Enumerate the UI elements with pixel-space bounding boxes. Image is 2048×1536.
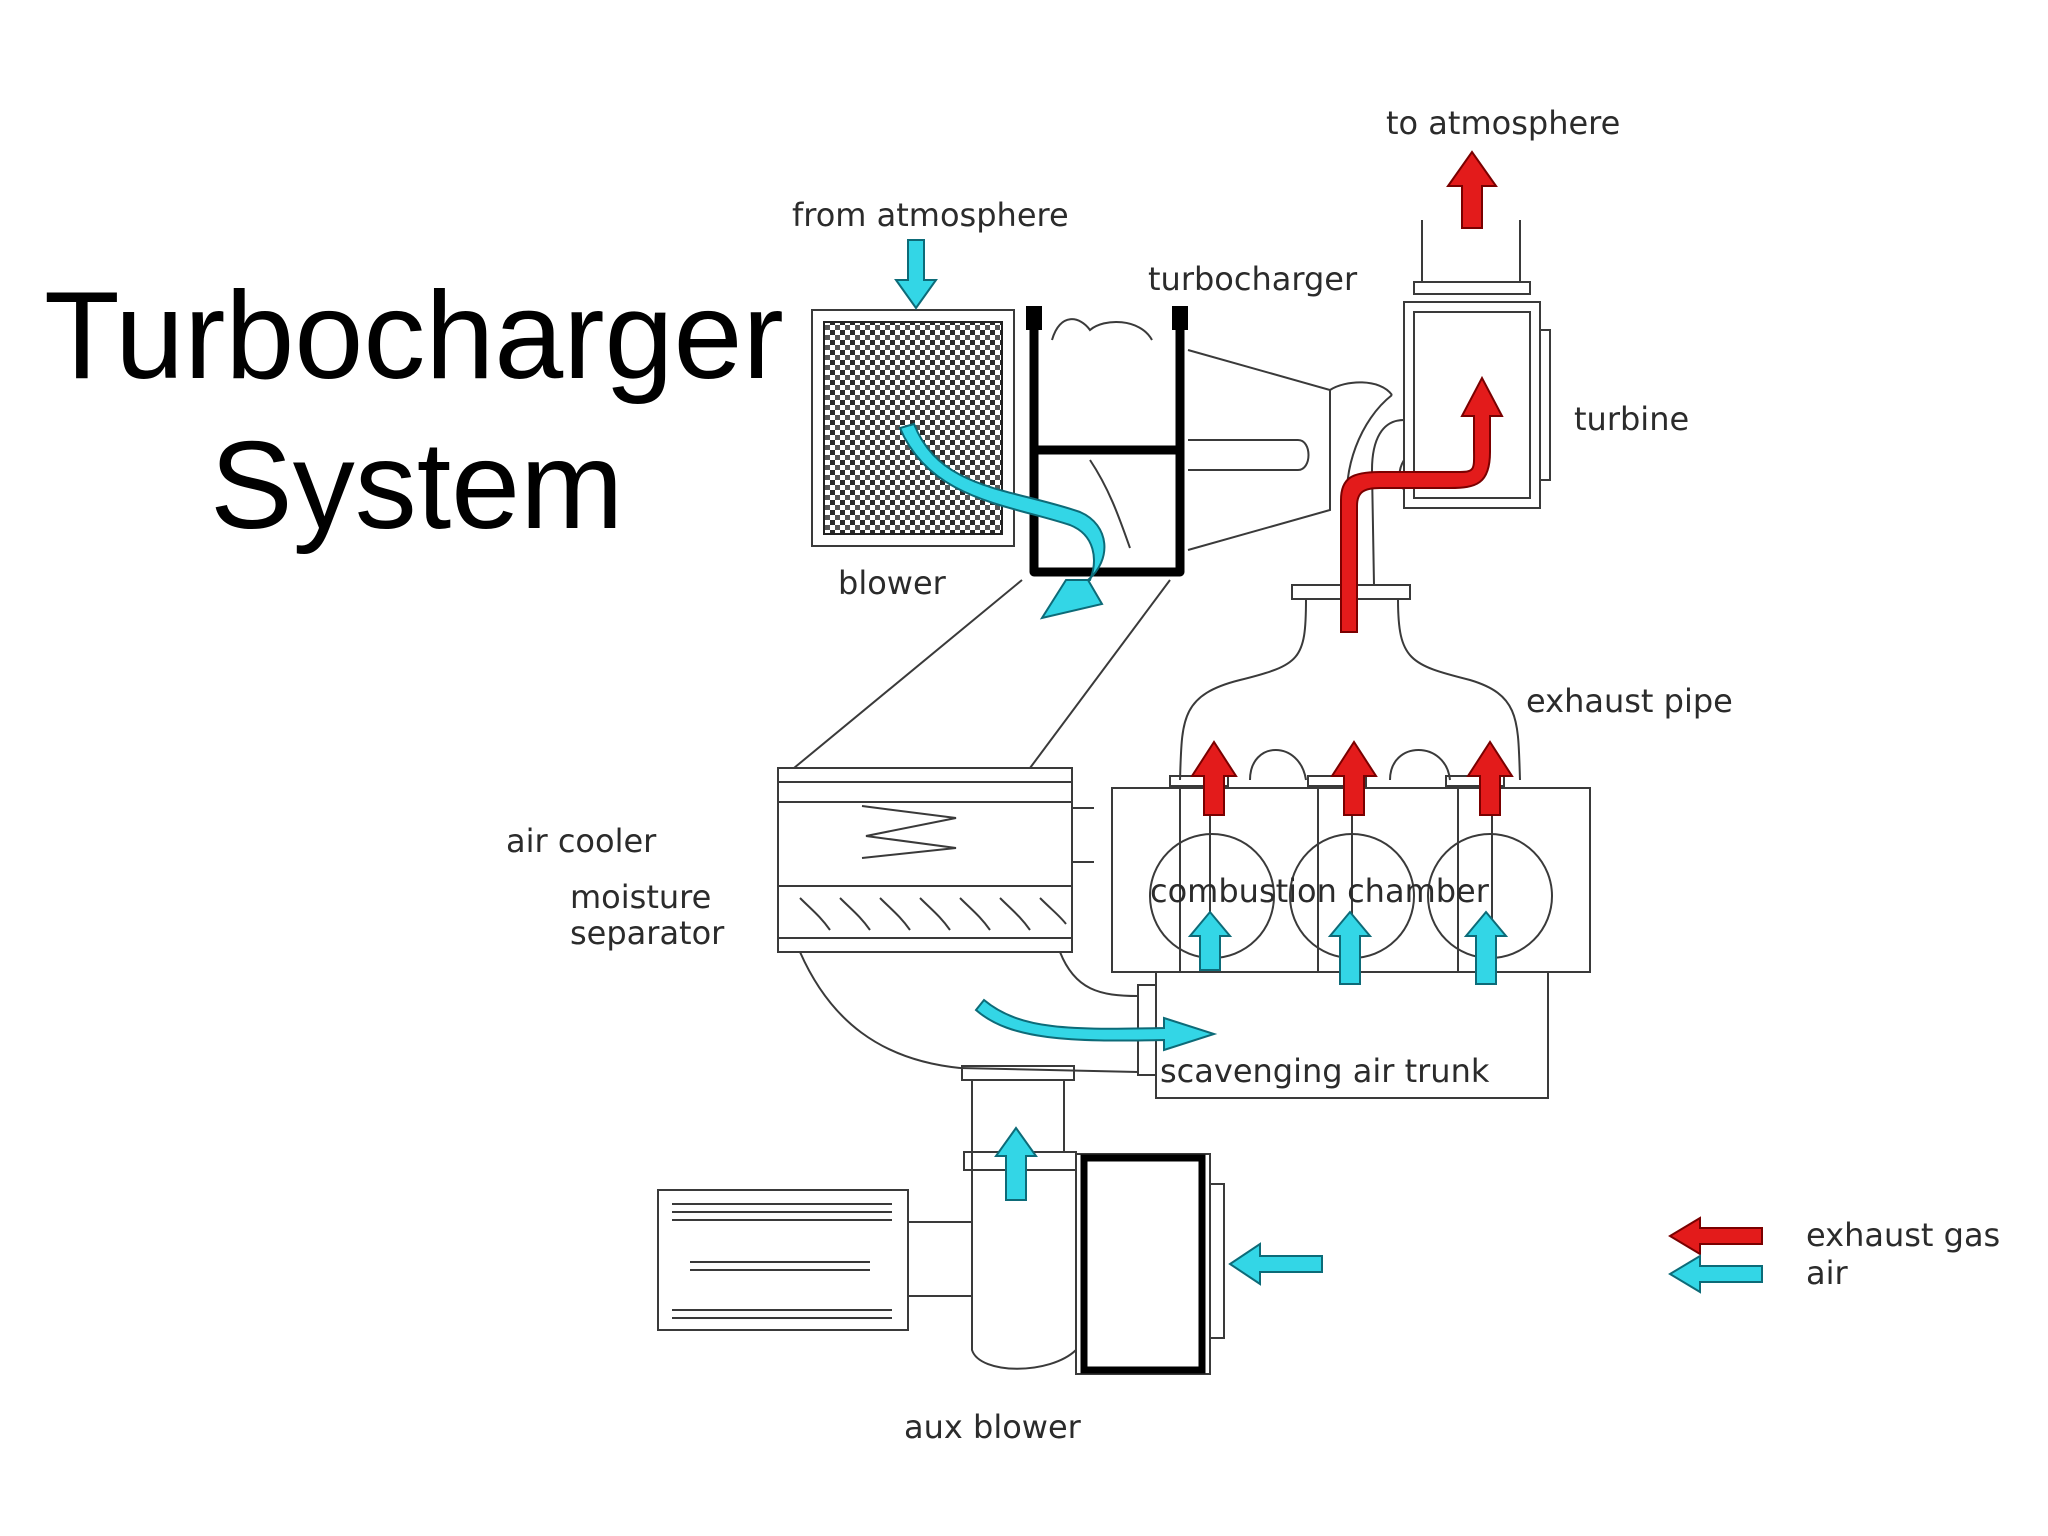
label-combustion-chamber: combustion chamber: [1150, 872, 1490, 910]
legend-air-label: air: [1806, 1254, 1849, 1292]
label-from-atmosphere: from atmosphere: [792, 196, 1069, 234]
legend-air-arrow: [1668, 1254, 1763, 1294]
label-air-cooler: air cooler: [506, 822, 657, 860]
exhaust-arrow-cylinder-3: [1466, 740, 1514, 816]
air-arrow-through-blower: [898, 422, 1106, 620]
legend-exhaust-gas-label: exhaust gas: [1806, 1216, 2000, 1254]
blower-filter: [811, 309, 1015, 547]
turbocharger-housing: [1026, 306, 1393, 577]
component-labels: from atmosphere to atmosphere turbocharg…: [506, 104, 1733, 1446]
label-moisture: moisture: [570, 878, 711, 916]
label-blower: blower: [838, 564, 947, 602]
title-line-1: Turbocharger: [44, 267, 784, 405]
label-exhaust-pipe: exhaust pipe: [1526, 682, 1733, 720]
exhaust-arrow-cylinder-1: [1190, 740, 1238, 816]
air-arrow-into-trunk: [974, 998, 1218, 1052]
air-duct: [799, 951, 1139, 1081]
label-separator: separator: [570, 914, 725, 952]
air-arrow-cylinder-3: [1463, 910, 1509, 985]
air-arrow-aux-blower-up: [994, 1126, 1038, 1201]
exhaust-flow: [1190, 150, 1514, 816]
exhaust-arrow-to-atmosphere: [1446, 150, 1498, 229]
label-scavenging-air-trunk: scavenging air trunk: [1160, 1052, 1490, 1090]
air-arrow-aux-blower-inlet: [1228, 1242, 1323, 1286]
exhaust-arrow-cylinder-2: [1330, 740, 1378, 816]
air-arrow-cylinder-2: [1327, 910, 1373, 985]
air-arrow-from-atmosphere: [894, 239, 938, 310]
aux-blower: [657, 1080, 1225, 1375]
label-aux-blower: aux blower: [904, 1408, 1082, 1446]
title-line-2: System: [210, 417, 623, 555]
legend: exhaust gas air: [1668, 1216, 2000, 1294]
air-arrow-cylinder-1: [1187, 910, 1233, 971]
label-turbocharger: turbocharger: [1148, 260, 1358, 298]
exhaust-arrow-to-turbine: [1340, 375, 1504, 633]
label-turbine: turbine: [1574, 400, 1689, 438]
label-to-atmosphere: to atmosphere: [1386, 104, 1620, 142]
air-cooler: [777, 579, 1171, 953]
legend-exhaust-gas-arrow: [1668, 1216, 1763, 1256]
air-flow: [894, 239, 1509, 1286]
